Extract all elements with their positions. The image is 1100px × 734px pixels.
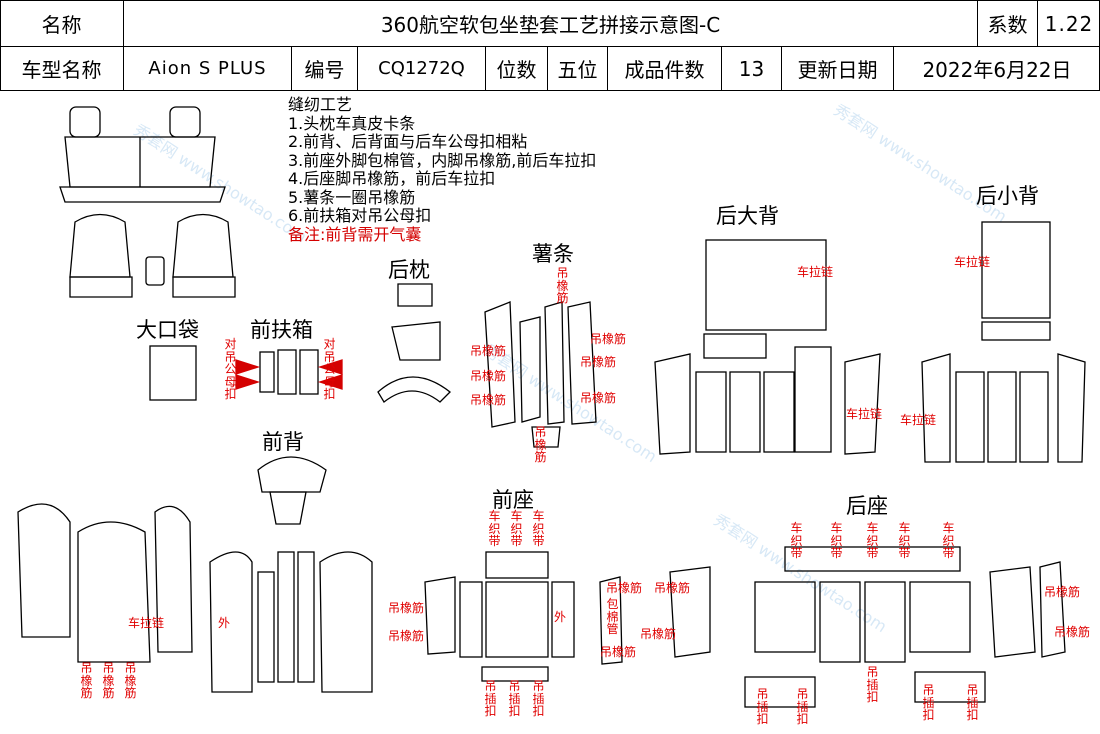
car-zip-mark: 车拉链 bbox=[846, 407, 883, 421]
car-zip-mark: 车拉链 bbox=[797, 265, 834, 279]
hang-rubber-mark: 吊橡筋 bbox=[580, 391, 617, 405]
note-item: 4.后座脚吊橡筋，前后车拉扣 bbox=[288, 169, 496, 188]
hang-insert-mark: 吊插扣 bbox=[922, 683, 935, 722]
front-back-pieces bbox=[17, 456, 373, 693]
label-rear-big-back: 后大背 bbox=[716, 204, 779, 228]
rear-seat-pieces bbox=[669, 546, 1066, 708]
label-front-seat: 前座 bbox=[492, 488, 534, 512]
hang-rubber-mark: 吊橡筋 bbox=[388, 629, 425, 643]
hang-rubber-mark: 吊橡筋 bbox=[590, 332, 627, 346]
car-webbing-mark: 车织带 bbox=[488, 509, 501, 548]
hang-rubber-mark: 吊橡筋 bbox=[600, 645, 637, 659]
note-item: 3.前座外脚包棉管，内脚吊橡筋,前后车拉扣 bbox=[288, 150, 597, 170]
notes-title: 缝纫工艺 bbox=[288, 95, 353, 114]
hang-rubber-mark: 吊橡筋 bbox=[80, 661, 93, 700]
hang-rubber-mark: 吊橡筋 bbox=[640, 627, 677, 641]
label-rear-seat: 后座 bbox=[846, 494, 888, 518]
car-zip-mark: 车拉链 bbox=[128, 616, 165, 630]
hang-insert-mark: 吊插扣 bbox=[866, 665, 879, 704]
car-webbing-mark: 车织带 bbox=[510, 509, 523, 548]
hang-rubber-mark: 吊橡筋 bbox=[470, 369, 507, 383]
pieces-value: 13 bbox=[722, 47, 782, 90]
seats-value: 五位 bbox=[548, 47, 608, 90]
headrest-pieces bbox=[377, 283, 451, 403]
armrest-pieces bbox=[235, 349, 343, 395]
pattern-pieces bbox=[17, 106, 1086, 708]
coef-label: 系数 bbox=[978, 1, 1038, 46]
car-webbing-mark: 车织带 bbox=[532, 509, 545, 548]
car-zip-mark: 车拉链 bbox=[900, 413, 937, 427]
hang-insert-mark: 吊插扣 bbox=[796, 687, 809, 726]
hang-insert-mark: 吊插扣 bbox=[508, 679, 521, 718]
bag-piece bbox=[149, 345, 197, 401]
hang-rubber-mark: 吊橡筋 bbox=[102, 661, 115, 700]
rear-small-back-pieces bbox=[921, 221, 1086, 463]
front-seats-thumbnail bbox=[69, 213, 236, 298]
hang-rubber-mark: 吊橡筋 bbox=[124, 661, 137, 700]
sheet-title: 360航空软包坐垫套工艺拼接示意图-C bbox=[124, 1, 978, 46]
label-front-back: 前背 bbox=[262, 430, 304, 454]
label-fries: 薯条 bbox=[532, 242, 574, 266]
note-item: 2.前背、后背面与后车公母扣相粘 bbox=[288, 132, 528, 151]
sewing-notes: 缝纫工艺 1.头枕车真皮卡条 2.前背、后背面与后车公母扣相粘 3.前座外脚包棉… bbox=[288, 95, 597, 244]
coef-value: 1.22 bbox=[1044, 11, 1094, 36]
hang-rubber-mark: 吊橡筋 bbox=[388, 601, 425, 615]
fries-pieces bbox=[484, 301, 597, 448]
code-label: 编号 bbox=[292, 47, 358, 90]
car-webbing-mark: 车织带 bbox=[830, 521, 843, 560]
label-rear-small-back: 后小背 bbox=[976, 184, 1039, 208]
model-label: 车型名称 bbox=[0, 47, 124, 90]
date-label: 更新日期 bbox=[782, 47, 894, 90]
hang-rubber-mark: 吊橡筋 bbox=[470, 393, 507, 407]
wrap-cotton-mark: 包棉管 bbox=[606, 597, 619, 636]
outer-mark: 外 bbox=[218, 616, 231, 630]
hang-insert-mark: 吊插扣 bbox=[532, 679, 545, 718]
label-headrest: 后枕 bbox=[388, 258, 430, 282]
hang-rubber-mark: 吊橡筋 bbox=[1054, 625, 1091, 639]
label-armrest: 前扶箱 bbox=[250, 318, 313, 342]
hang-insert-mark: 吊插扣 bbox=[966, 683, 979, 722]
note-item: 5.薯条一圈吊橡筋 bbox=[288, 187, 416, 207]
hang-rubber-mark: 吊橡筋 bbox=[470, 344, 507, 358]
car-webbing-mark: 车织带 bbox=[942, 521, 955, 560]
outer-mark: 外 bbox=[554, 610, 567, 624]
hang-buckle-mark: 对吊公母扣 bbox=[224, 337, 237, 401]
header-table: 名称 360航空软包坐垫套工艺拼接示意图-C 系数 1.22 车型名称 Aion… bbox=[0, 0, 1100, 92]
hang-rubber-mark: 吊橡筋 bbox=[580, 355, 617, 369]
hang-rubber-mark: 吊橡筋 bbox=[1044, 585, 1081, 599]
name-label: 名称 bbox=[0, 1, 124, 46]
car-webbing-mark: 车织带 bbox=[866, 521, 879, 560]
code-value: CQ1272Q bbox=[358, 47, 486, 90]
hang-insert-mark: 吊插扣 bbox=[756, 687, 769, 726]
hang-rubber-mark: 吊橡筋 bbox=[654, 581, 691, 595]
car-zip-mark: 车拉链 bbox=[954, 255, 991, 269]
label-bag: 大口袋 bbox=[136, 318, 199, 342]
remark: 备注:前背需开气囊 bbox=[288, 224, 422, 244]
note-item: 1.头枕车真皮卡条 bbox=[288, 113, 416, 133]
date-value: 2022年6月22日 bbox=[922, 58, 1072, 82]
rear-bench-thumbnail bbox=[59, 106, 226, 203]
rear-big-back-pieces bbox=[654, 239, 881, 455]
model-value: Aion S PLUS bbox=[124, 47, 292, 90]
hang-rubber-mark: 吊橡筋 bbox=[606, 581, 643, 595]
car-webbing-mark: 车织带 bbox=[898, 521, 911, 560]
note-item: 6.前扶箱对吊公母扣 bbox=[288, 206, 432, 225]
seats-label: 位数 bbox=[486, 47, 548, 90]
front-seat-pieces bbox=[424, 551, 623, 682]
pieces-label: 成品件数 bbox=[608, 47, 722, 90]
hang-buckle-mark: 对吊公母扣 bbox=[323, 337, 336, 401]
hang-insert-mark: 吊插扣 bbox=[484, 679, 497, 718]
hang-rubber-mark: 吊橡筋 bbox=[534, 425, 547, 464]
hang-rubber-mark: 吊橡筋 bbox=[556, 266, 569, 305]
car-webbing-mark: 车织带 bbox=[790, 521, 803, 560]
